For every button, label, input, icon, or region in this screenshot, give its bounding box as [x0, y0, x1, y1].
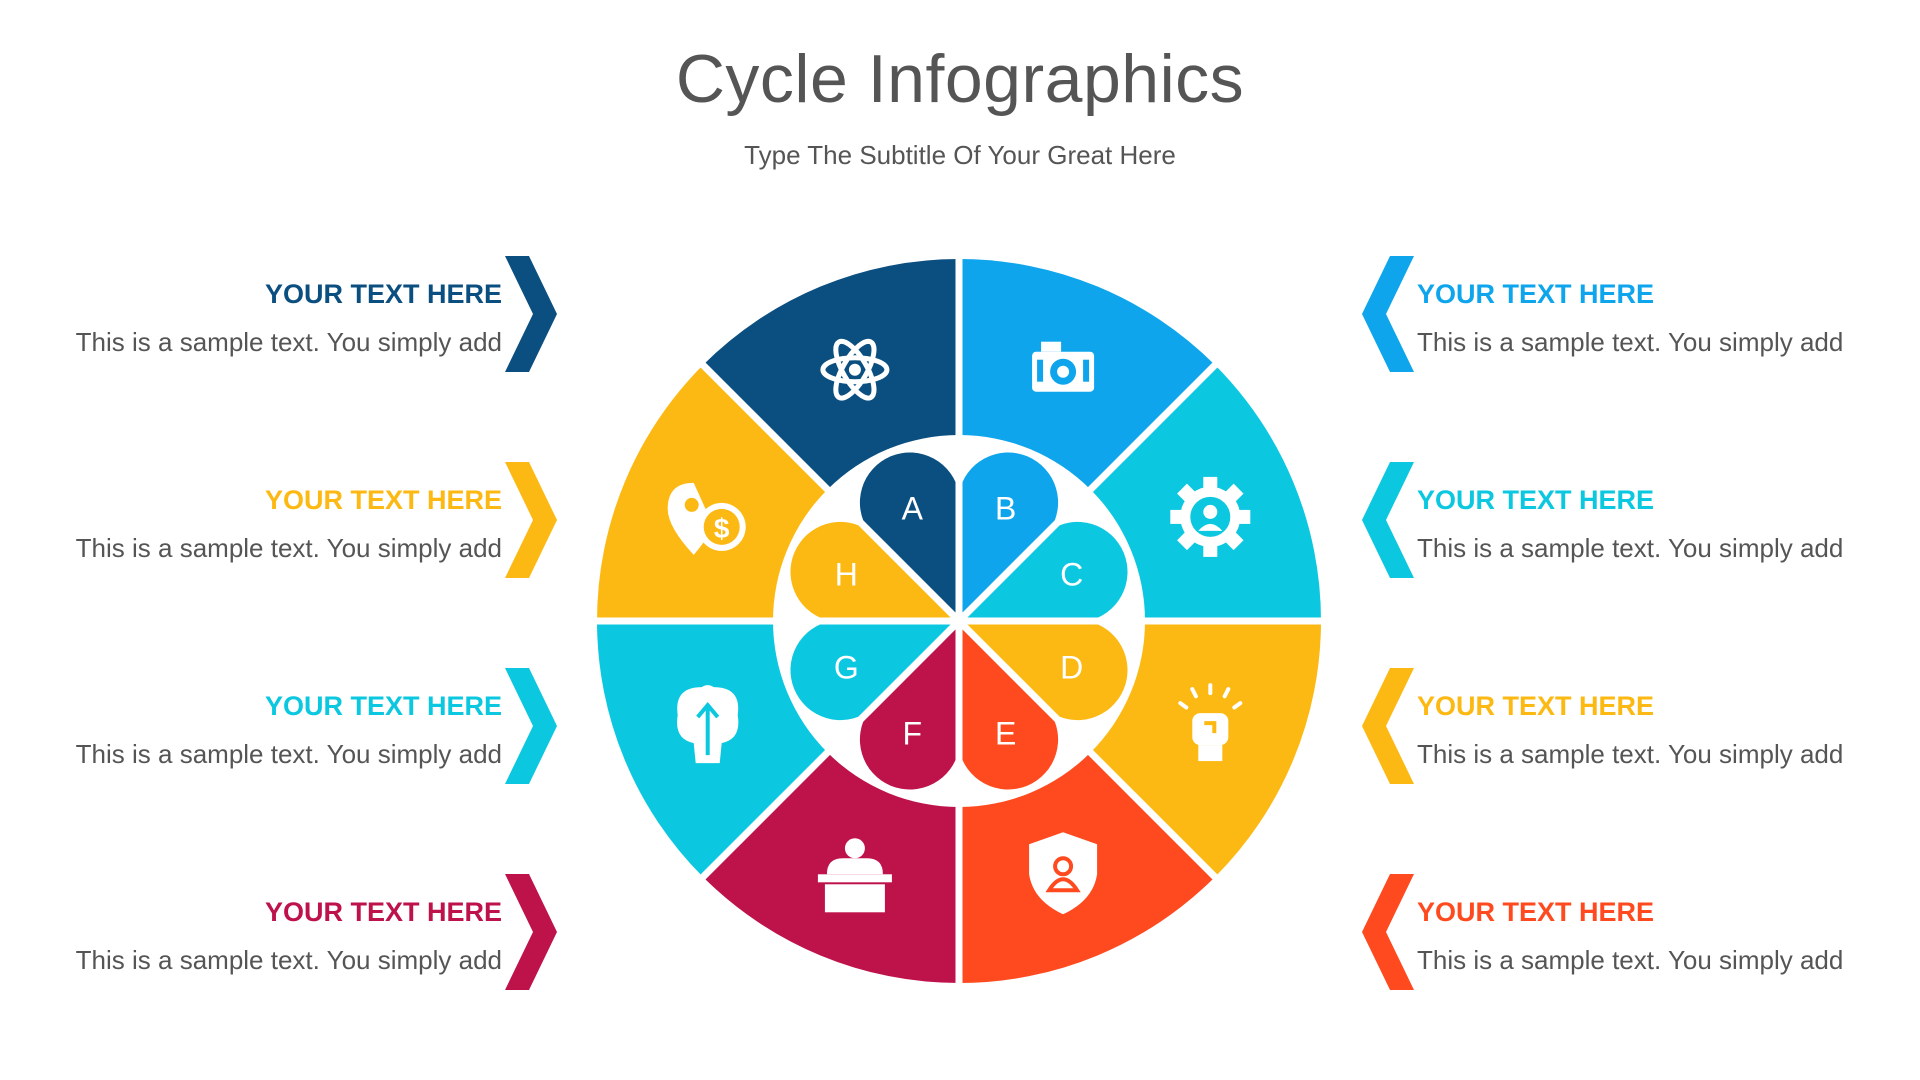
item-heading: YOUR TEXT HERE	[1417, 897, 1655, 927]
chevron-left-icon	[1362, 668, 1414, 784]
petal-letter: B	[995, 490, 1016, 526]
item-body: This is a sample text. You simply add	[75, 327, 502, 357]
item-heading: YOUR TEXT HERE	[264, 485, 502, 515]
petal-letter: C	[1060, 556, 1083, 592]
right-item: YOUR TEXT HERE This is a sample text. You…	[1417, 278, 1920, 358]
petal-letter: E	[995, 716, 1016, 752]
petal-g	[790, 621, 959, 721]
petal-c	[959, 521, 1128, 621]
page-title: Cycle Infographics	[675, 41, 1245, 117]
petal-letter: D	[1060, 650, 1083, 686]
petal-letter: G	[834, 650, 859, 686]
item-body: This is a sample text. You simply add	[75, 533, 502, 563]
chevron-right-icon	[505, 256, 557, 372]
left-item: YOUR TEXT HERE This is a sample text. You…	[0, 896, 502, 976]
item-body: This is a sample text. You simply add	[75, 945, 502, 975]
svg-text:$: $	[714, 513, 730, 544]
item-heading: YOUR TEXT HERE	[1417, 279, 1655, 309]
right-item: YOUR TEXT HERE This is a sample text. You…	[1417, 896, 1920, 976]
separator-line	[697, 359, 1221, 883]
location-dollar-icon: $	[667, 482, 746, 555]
petal-f	[859, 621, 959, 790]
brain-icon	[677, 685, 739, 764]
chevron-left-icon	[1362, 874, 1414, 990]
item-heading: YOUR TEXT HERE	[264, 279, 502, 309]
petal-letter: H	[835, 556, 858, 592]
gear-user-icon	[1170, 476, 1251, 557]
item-body: This is a sample text. You simply add	[75, 739, 502, 769]
item-heading: YOUR TEXT HERE	[1417, 691, 1655, 721]
page-subtitle: Type The Subtitle Of Your Great Here	[744, 140, 1176, 170]
item-body: This is a sample text. You simply add	[1417, 739, 1844, 769]
right-item: YOUR TEXT HERE This is a sample text. You…	[1417, 690, 1920, 770]
left-item: YOUR TEXT HERE This is a sample text. You…	[0, 278, 502, 358]
raised-fist-icon	[1178, 683, 1243, 762]
petal-d	[959, 621, 1128, 721]
item-body: This is a sample text. You simply add	[1417, 327, 1844, 357]
chevron-left-icon	[1362, 256, 1414, 372]
shield-user-icon	[1029, 832, 1098, 915]
item-body: This is a sample text. You simply add	[1417, 945, 1844, 975]
petal-letter: F	[903, 716, 923, 752]
chevron-right-icon	[505, 668, 557, 784]
camera-icon	[1032, 341, 1095, 392]
chevron-right-icon	[505, 462, 557, 578]
left-item: YOUR TEXT HERE This is a sample text. You…	[0, 484, 502, 564]
right-item: YOUR TEXT HERE This is a sample text. You…	[1417, 484, 1920, 564]
item-body: This is a sample text. You simply add	[1417, 533, 1844, 563]
petal-e	[959, 621, 1059, 790]
item-heading: YOUR TEXT HERE	[1417, 485, 1655, 515]
petal-a	[859, 452, 959, 621]
item-heading: YOUR TEXT HERE	[264, 897, 502, 927]
chevron-left-icon	[1362, 462, 1414, 578]
chevron-right-icon	[505, 874, 557, 990]
item-heading: YOUR TEXT HERE	[264, 691, 502, 721]
petal-letter: A	[902, 490, 924, 526]
left-item: YOUR TEXT HERE This is a sample text. You…	[0, 690, 502, 770]
petal-h	[790, 521, 959, 621]
petal-b	[959, 452, 1059, 621]
atom-icon	[820, 338, 890, 401]
speaker-podium-icon	[817, 838, 892, 913]
